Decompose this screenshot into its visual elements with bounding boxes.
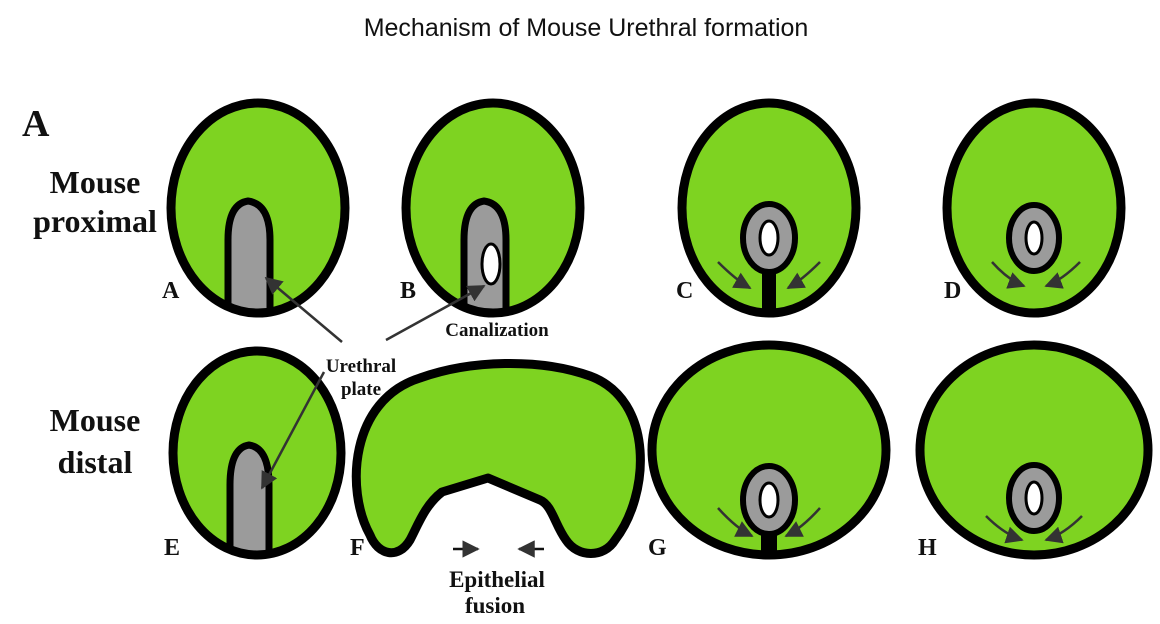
stage-label-h: H: [918, 535, 937, 561]
stage-label-b: B: [400, 278, 416, 304]
stage-g-cross-section: [652, 345, 886, 555]
stage-c-cross-section: [682, 103, 856, 313]
stage-label-e: E: [164, 535, 180, 561]
stage-a-cross-section: [171, 103, 345, 318]
row-label-distal-line1: Mouse: [50, 402, 141, 438]
panel-label: A: [22, 103, 50, 145]
stage-h-cross-section: [920, 345, 1148, 555]
lumen-g: [760, 483, 778, 517]
epithelial-fusion-label-line1: Epithelial: [449, 567, 545, 592]
lumen-c: [760, 221, 778, 255]
lumen-b: [482, 244, 500, 284]
stage-label-f: F: [350, 535, 365, 561]
stage-label-c: C: [676, 278, 693, 304]
urethral-plate-label-line2: plate: [341, 379, 381, 400]
row-label-distal-line2: distal: [58, 444, 133, 480]
stage-d-cross-section: [947, 103, 1121, 313]
urethral-plate-label-line1: Urethral: [326, 356, 396, 377]
lumen-h: [1026, 482, 1042, 514]
stage-f-cross-section: [356, 363, 640, 553]
page-title: Mechanism of Mouse Urethral formation: [364, 14, 809, 42]
stage-b-cross-section: [406, 103, 580, 318]
stage-label-d: D: [944, 278, 961, 304]
lumen-d: [1026, 222, 1042, 254]
stage-label-g: G: [648, 535, 667, 561]
epithelial-fusion-label-line2: fusion: [465, 593, 525, 618]
row-label-proximal-line2: proximal: [33, 203, 157, 239]
stage-label-a: A: [162, 278, 180, 304]
row-label-proximal-line1: Mouse: [50, 164, 141, 200]
canalization-label: Canalization: [445, 320, 549, 341]
stage-e-cross-section: [173, 351, 341, 560]
